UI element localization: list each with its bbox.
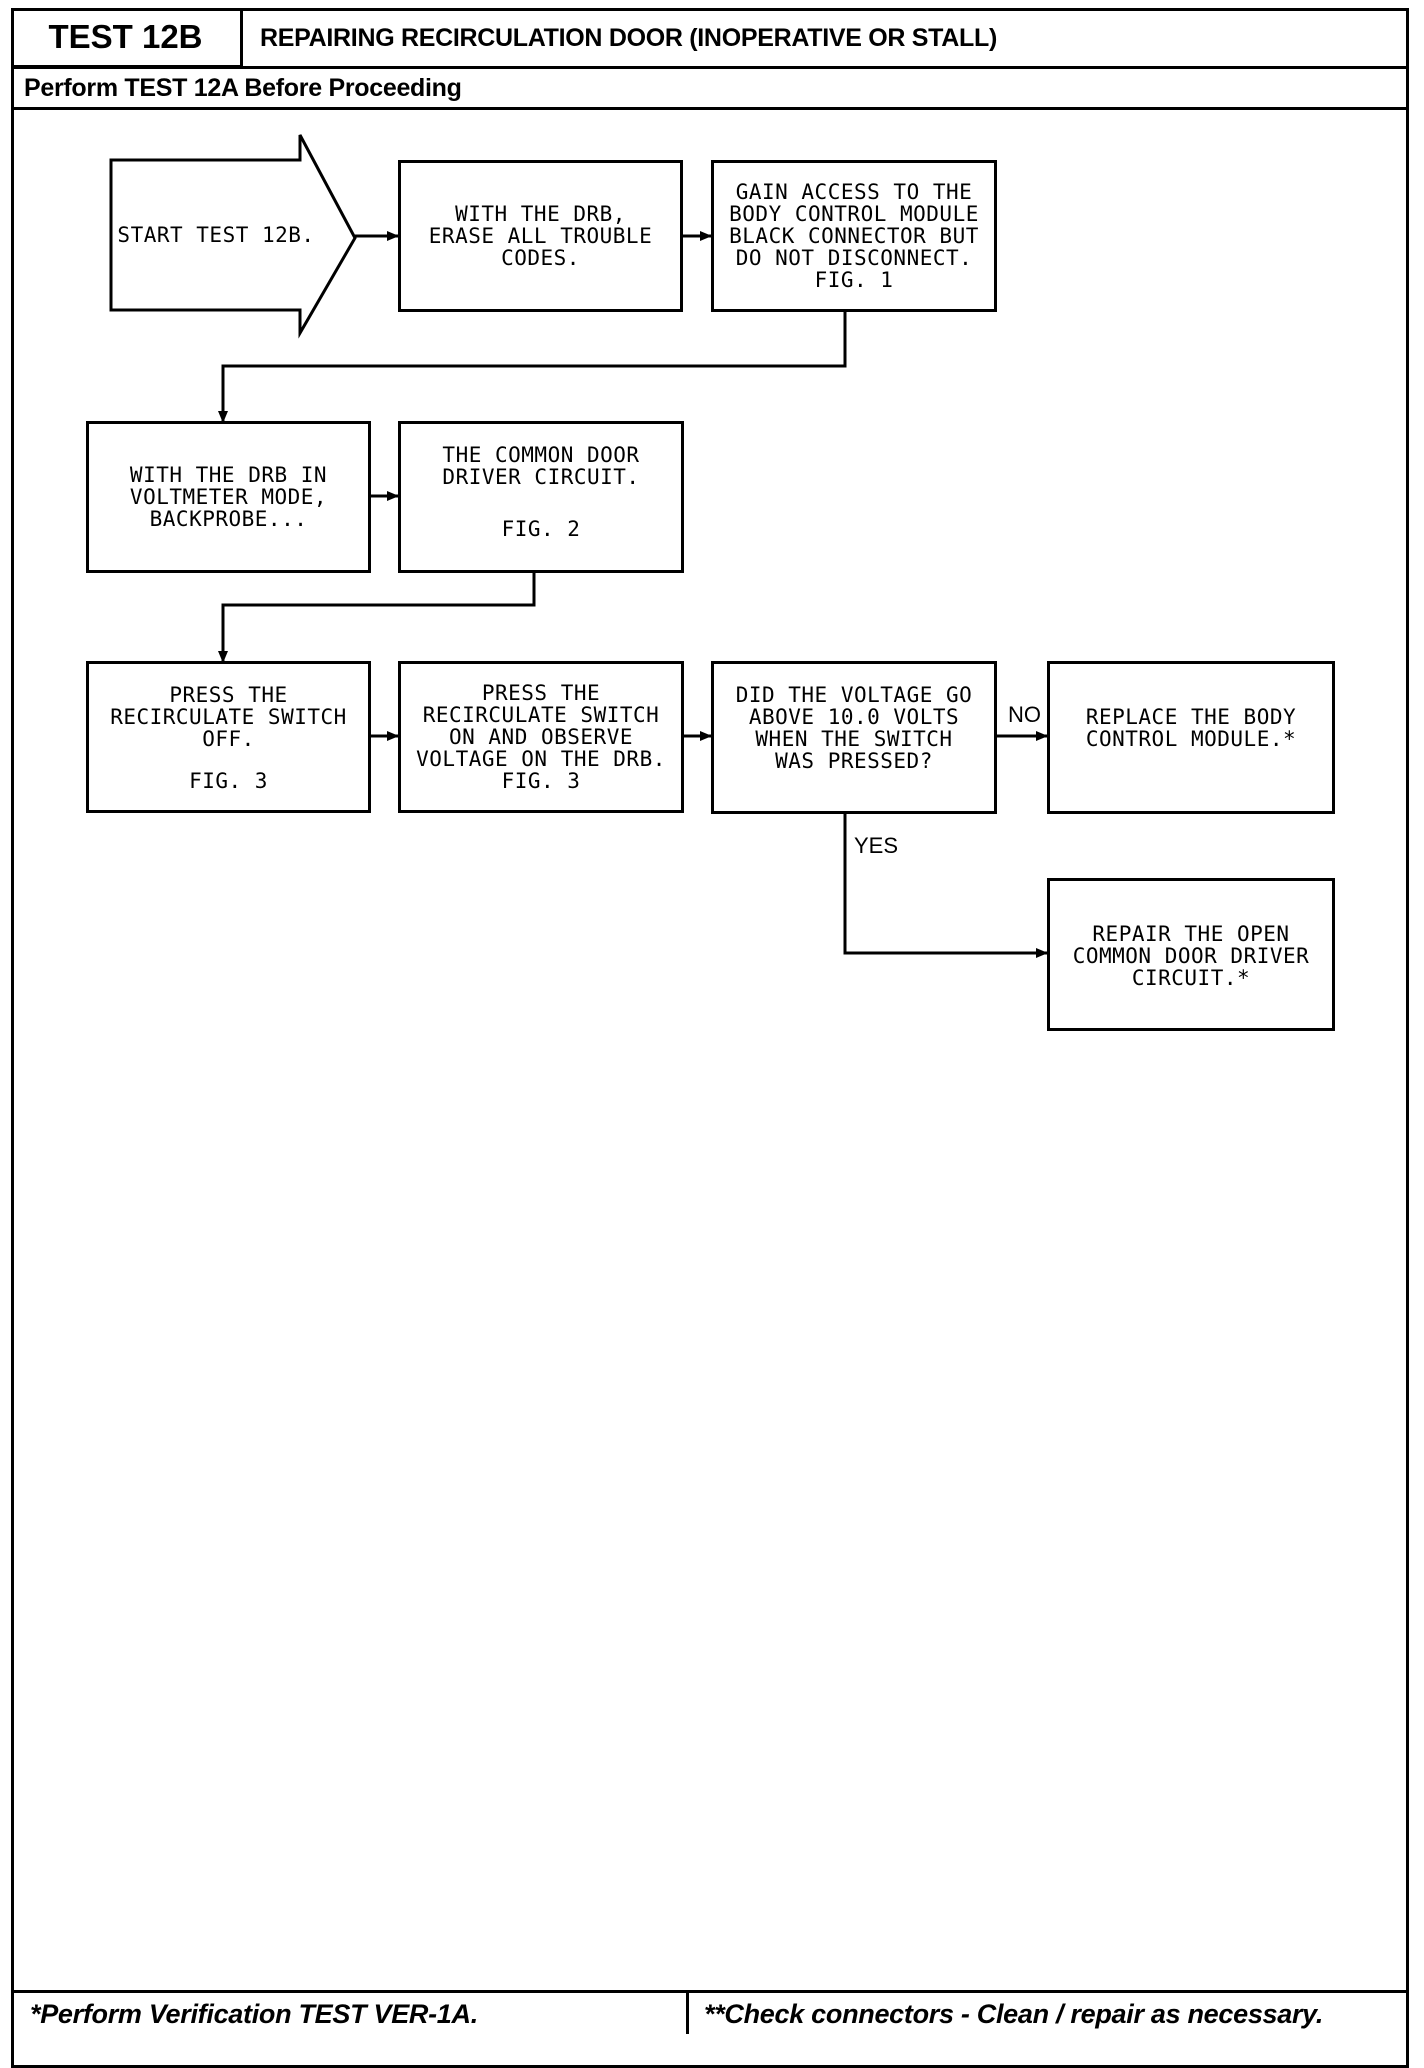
subheader-divider xyxy=(11,107,1409,110)
voltage-decision: DID THE VOLTAGE GO ABOVE 10.0 VOLTS WHEN… xyxy=(711,661,997,814)
gain-access-step: GAIN ACCESS TO THE BODY CONTROL MODULE B… xyxy=(711,160,997,312)
footer-verification-note: *Perform Verification TEST VER-1A. xyxy=(30,1998,478,2029)
repair-circuit-text: REPAIR THE OPEN COMMON DOOR DRIVER CIRCU… xyxy=(1072,922,1310,990)
common-door-circuit-text: THE COMMON DOOR DRIVER CIRCUIT. xyxy=(442,443,640,489)
replace-bcm-text: REPLACE THE BODY CONTROL MODULE.* xyxy=(1085,705,1297,751)
repair-circuit-result: REPAIR THE OPEN COMMON DOOR DRIVER CIRCU… xyxy=(1047,878,1335,1031)
press-on-text: PRESS THE RECIRCULATE SWITCH ON AND OBSE… xyxy=(416,681,666,793)
replace-bcm-result: REPLACE THE BODY CONTROL MODULE.* xyxy=(1047,661,1335,814)
start-step-text: START TEST 12B. xyxy=(117,223,315,247)
footer-separator xyxy=(686,1992,689,2034)
header-divider xyxy=(11,66,1409,69)
gain-access-text: GAIN ACCESS TO THE BODY CONTROL MODULE B… xyxy=(729,180,979,292)
footer-connectors-note: **Check connectors - Clean / repair as n… xyxy=(704,1998,1324,2029)
common-door-circuit-step: THE COMMON DOOR DRIVER CIRCUIT. FIG. 2 xyxy=(398,421,684,573)
start-arrow-shape xyxy=(109,134,357,339)
no-branch-label: NO xyxy=(1008,702,1041,727)
test-title: REPAIRING RECIRCULATION DOOR (INOPERATIV… xyxy=(260,23,998,52)
press-on-step: PRESS THE RECIRCULATE SWITCH ON AND OBSE… xyxy=(398,661,684,813)
erase-codes-text: WITH THE DRB, ERASE ALL TROUBLE CODES. xyxy=(428,202,653,270)
voltage-decision-text: DID THE VOLTAGE GO ABOVE 10.0 VOLTS WHEN… xyxy=(735,683,973,773)
press-off-text: PRESS THE RECIRCULATE SWITCH OFF. xyxy=(110,683,347,751)
voltmeter-step: WITH THE DRB IN VOLTMETER MODE, BACKPROB… xyxy=(86,421,371,573)
press-off-step: PRESS THE RECIRCULATE SWITCH OFF. FIG. 3 xyxy=(86,661,371,813)
footer-divider xyxy=(11,1990,1409,1993)
voltmeter-text: WITH THE DRB IN VOLTMETER MODE, BACKPROB… xyxy=(129,463,328,531)
prerequisite-note: Perform TEST 12A Before Proceeding xyxy=(24,73,462,102)
erase-codes-step: WITH THE DRB, ERASE ALL TROUBLE CODES. xyxy=(398,160,683,312)
yes-branch-label: YES xyxy=(854,833,899,858)
start-step: START TEST 12B. xyxy=(111,160,351,310)
common-door-circuit-fig: FIG. 2 xyxy=(501,517,581,541)
press-off-fig: FIG. 3 xyxy=(189,769,268,793)
